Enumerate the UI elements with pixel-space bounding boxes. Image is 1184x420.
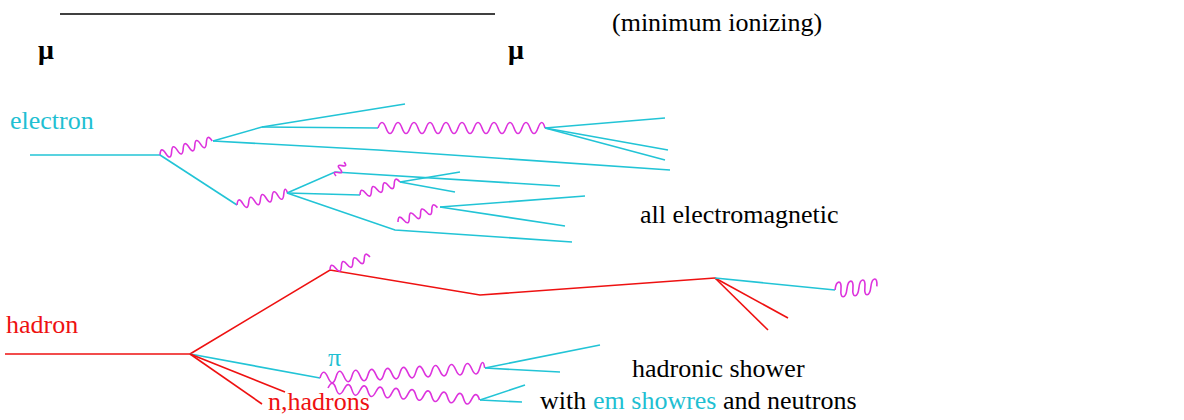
hadron-shower [5,253,878,405]
photon [333,161,346,178]
hadron-track [190,270,715,354]
electron-track [262,127,378,128]
electron-track [485,345,600,368]
particle-name: electron [10,108,94,134]
electron-track [480,385,525,400]
neutron-track [190,354,262,404]
muon-track [60,13,495,15]
hadron-track [715,278,768,330]
photon [834,279,878,298]
note: and neutrons [723,388,857,414]
hadron-track [5,353,190,355]
electron-track [30,154,160,156]
particle-symbol: μ [508,36,524,64]
particle-symbol: π [328,345,341,371]
electron-track [400,182,455,192]
particle-name: hadron [6,312,78,338]
electron-track [545,128,665,160]
photon [236,189,289,209]
note: with [540,388,586,414]
photon [397,204,439,226]
electron-track [440,207,565,226]
note: hadronic shower [632,356,805,382]
particle-name: n,hadrons [268,389,370,415]
electron-track [545,128,668,150]
electron-track [160,155,237,205]
photon [359,178,401,199]
electron-track [480,400,522,402]
electron-track [287,193,360,195]
electron-shower [30,104,670,242]
electron-track [485,368,560,372]
electron-track [545,118,665,128]
electron-track [287,172,560,193]
pion-track [715,278,835,290]
particle-symbol: μ [38,36,54,64]
electron-track [213,104,405,141]
electron-track [440,196,585,207]
photon [329,253,371,274]
note: em showres [593,388,716,414]
photon [159,137,213,160]
photon [378,123,545,134]
electron-track [213,141,670,170]
photon [320,362,485,383]
note: all electromagnetic [640,202,839,228]
electron-track [400,172,460,182]
pion-track [190,354,320,378]
note: (minimum ionizing) [612,10,822,36]
